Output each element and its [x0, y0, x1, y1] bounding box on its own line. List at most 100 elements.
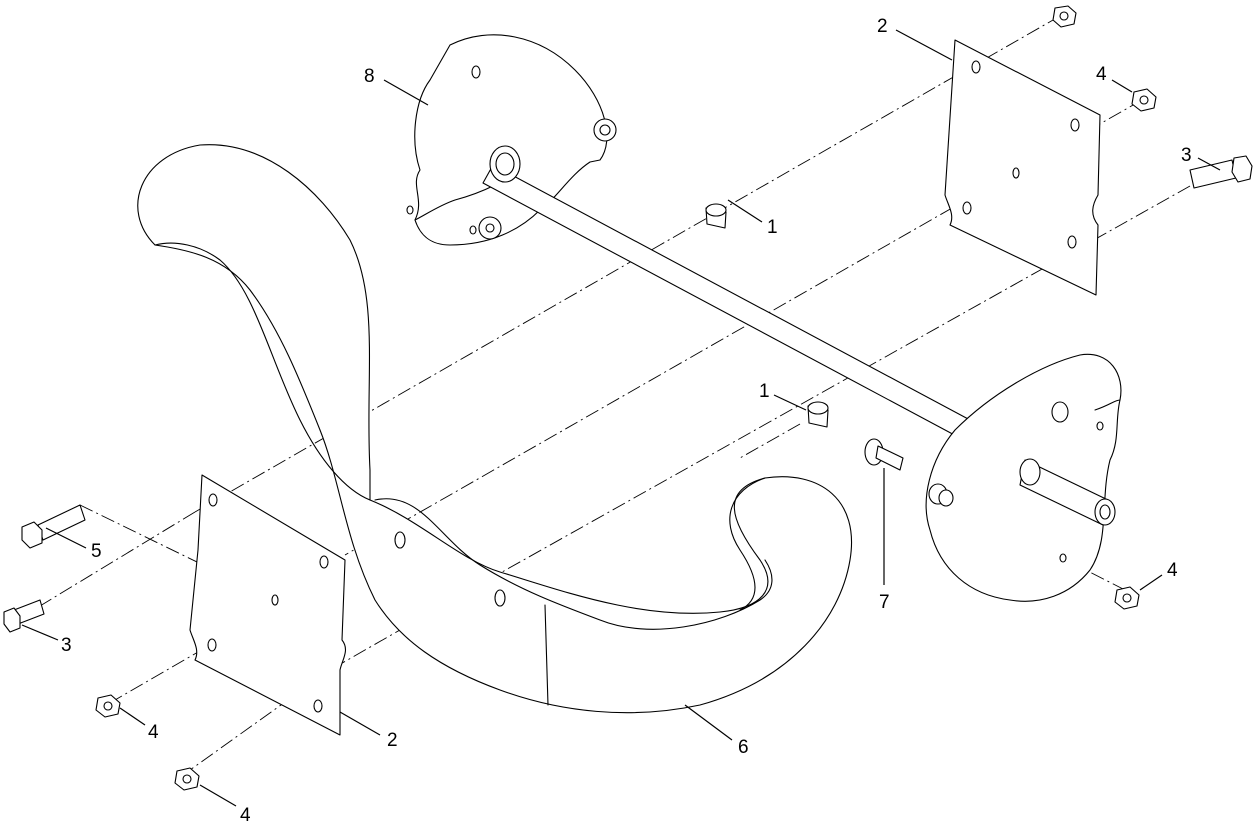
end-plate-fold: [414, 184, 496, 221]
nut-bore: [1059, 11, 1069, 21]
shaft-end-bore: [495, 152, 515, 176]
end-plate-hole: [469, 225, 477, 235]
leader-line: [773, 394, 807, 411]
nut-part-4-bottom: [174, 767, 200, 791]
callout-4-bottom: 4: [240, 805, 251, 826]
bolt-part-3-left: [3, 599, 45, 633]
plate-hole: [313, 699, 323, 713]
callout-6: 6: [738, 737, 749, 758]
alignment-line: [29, 511, 196, 613]
mount-plate-bottom-outline: [189, 474, 346, 736]
nut-part-4-top: [1052, 5, 1077, 28]
callout-8: 8: [364, 66, 375, 87]
housing-inner-edge: [154, 242, 371, 501]
bolt-part-3-right: [1189, 155, 1253, 189]
alignment-line: [659, 15, 1061, 246]
leader-line: [339, 711, 381, 736]
leader-line: [199, 784, 237, 807]
alignment-line: [469, 185, 1191, 591]
plate-hole: [971, 60, 981, 74]
right-plate-fold: [1094, 399, 1121, 411]
plate-hole: [271, 594, 279, 606]
spacer-part-1-mid: [807, 401, 829, 428]
housing-seam: [544, 604, 549, 706]
plate-hole: [319, 555, 329, 569]
mount-plate-top-part-2: [944, 39, 1101, 296]
callout-3-right: 3: [1181, 145, 1192, 166]
callout-4-top: 4: [1096, 64, 1107, 85]
nut-bore: [182, 774, 192, 784]
right-plate-hole: [1096, 421, 1104, 431]
nut-bore: [103, 701, 113, 711]
plate-hole: [1012, 167, 1020, 179]
bolt-head: [21, 521, 43, 549]
plate-hole: [207, 638, 217, 652]
nut-bore: [1139, 95, 1149, 105]
callout-4-left: 4: [148, 722, 159, 743]
callout-1-mid: 1: [759, 381, 770, 402]
housing-hole: [394, 531, 406, 549]
spacer-end: [705, 203, 727, 217]
right-plate-nut: [938, 489, 954, 507]
housing-rim-line: [374, 498, 773, 630]
leader-line: [1139, 574, 1163, 591]
callout-7: 7: [879, 592, 890, 613]
leader-line: [21, 624, 59, 641]
nut-bore: [1122, 593, 1132, 603]
end-plate-part-8: [406, 34, 617, 246]
plate-hole: [208, 493, 218, 507]
end-plate-outline: [414, 34, 608, 246]
callout-2-bottom: 2: [387, 730, 398, 751]
callout-3-left: 3: [61, 635, 72, 656]
bolt-shank: [37, 504, 86, 541]
plate-hole: [1067, 235, 1077, 249]
end-plate-hole: [406, 205, 414, 215]
spacer-end: [807, 401, 829, 415]
mount-plate-bottom-part-2: [189, 474, 346, 736]
nut-part-4-right: [1114, 586, 1140, 610]
bolt-shank: [1189, 159, 1237, 189]
drive-stub-collar: [1019, 458, 1041, 486]
right-plate-hole: [1051, 401, 1069, 423]
spacer-part-1-top: [705, 203, 727, 229]
leader-line: [119, 707, 146, 726]
plate-hole: [962, 201, 972, 215]
nut-part-4-upper-right: [1131, 88, 1157, 112]
callout-1-top: 1: [767, 217, 778, 238]
plate-hole: [1070, 118, 1080, 132]
bolt-part-5: [21, 504, 86, 549]
callout-leaders: [21, 29, 1221, 807]
housing-hole: [494, 589, 506, 607]
alignment-line: [739, 423, 801, 459]
leader-line: [383, 79, 429, 106]
end-plate-hole: [471, 65, 481, 79]
leader-line: [895, 29, 953, 61]
shaft-body: [482, 164, 986, 447]
housing-scroll-inner: [729, 477, 766, 611]
bolt-head: [1231, 155, 1253, 183]
end-plate-right: [925, 353, 1122, 602]
leader-line: [684, 704, 733, 741]
alignment-line: [344, 171, 1016, 556]
leader-line: [727, 199, 763, 223]
leader-line: [1197, 157, 1221, 171]
leader-line: [45, 527, 87, 549]
alignment-line: [194, 244, 661, 513]
end-plate-boss-bore: [485, 223, 495, 233]
callout-4-right: 4: [1167, 560, 1178, 581]
end-plate-bearing-bore: [599, 124, 611, 136]
shaft: [482, 145, 986, 447]
housing-part-6: [137, 144, 852, 714]
callout-2-top: 2: [877, 16, 888, 37]
callout-5: 5: [91, 541, 102, 562]
nut-part-4-left: [95, 694, 121, 718]
pin-part-7: [864, 438, 904, 471]
callout-labels: 2 8 4 3 1 1 7 4 5 3 4 2 6 4: [61, 16, 1192, 826]
pin-shank: [875, 445, 904, 471]
alignment-line: [114, 647, 206, 701]
mount-plate-top-outline: [944, 39, 1101, 296]
bolt-head: [3, 607, 21, 633]
right-plate-hole: [1059, 553, 1067, 563]
